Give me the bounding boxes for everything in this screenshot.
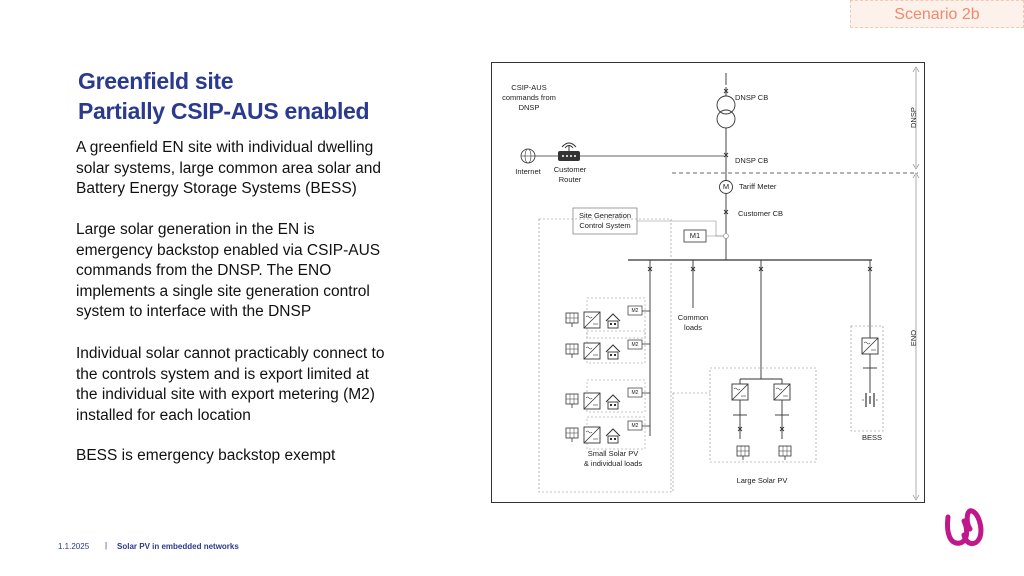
label-line: Customer: [553, 165, 587, 174]
label-line: Control System: [579, 221, 631, 230]
title-line-1: Greenfield site: [78, 68, 234, 94]
text-line: Large solar generation in the EN is: [76, 221, 315, 238]
page-title: Greenfield site Partially CSIP-AUS enabl…: [78, 66, 370, 126]
text-line: commands from the DNSP. The ENO: [76, 262, 332, 279]
small-solar-rows: [565, 297, 650, 450]
router-label: Customer Router: [548, 165, 592, 185]
text-line: Individual solar cannot practicably conn…: [76, 345, 385, 362]
tariff-meter-label: Tariff Meter: [739, 182, 777, 191]
text-line: solar systems, large common area solar a…: [76, 159, 381, 177]
site-gen-label: Site Generation Control System: [573, 211, 637, 231]
text-line: implements a single site generation cont…: [76, 282, 370, 300]
footer-date: 1.1.2025: [58, 542, 90, 551]
customer-cb-label: Customer CB: [738, 209, 784, 218]
internet-label: Internet: [515, 167, 541, 176]
csip-label: CSIP-AUS commands from DNSP: [496, 83, 562, 113]
m2-label: M2: [631, 423, 639, 429]
dnsp-side-label: DNSP: [909, 107, 918, 128]
text-line: A greenfield EN site with individual dwe…: [76, 139, 374, 156]
label-line: commands from: [502, 93, 556, 102]
text-line: emergency backstop enabled via CSIP-AUS: [76, 241, 381, 259]
text-line: the individual site with export metering…: [76, 386, 375, 403]
label-line: Small Solar PV: [587, 449, 639, 458]
meter-symbol: M: [722, 182, 730, 191]
dnsp-cb-top-label: DNSP CB: [735, 93, 769, 102]
large-solar-label: Large Solar PV: [736, 476, 788, 485]
brand-logo: [940, 505, 986, 556]
label-line: DNSP: [518, 103, 540, 112]
m2-label: M2: [631, 390, 639, 396]
text-line: BESS is emergency backstop exempt: [76, 447, 336, 464]
footer-title: Solar PV in embedded networks: [117, 542, 239, 551]
label-line: Site Generation: [578, 211, 632, 220]
label-line: CSIP-AUS: [511, 83, 547, 92]
diagram-lines: [520, 66, 920, 501]
bess-label: BESS: [861, 433, 882, 442]
label-line: & individual loads: [583, 459, 643, 468]
m1-label: M1: [689, 231, 701, 240]
m2-label: M2: [631, 308, 639, 314]
paragraph-4: BESS is emergency backstop exempt: [76, 446, 436, 467]
text-line: the controls system and is export limite…: [76, 365, 369, 383]
text-line: system to interface with the DNSP: [76, 303, 312, 320]
label-line: Common: [677, 313, 709, 322]
eno-side-label: ENO: [909, 329, 918, 347]
m2-label: M2: [631, 342, 639, 348]
footer-separator: |: [105, 541, 108, 550]
dnsp-cb-mid-label: DNSP CB: [735, 156, 769, 165]
text-line: installed for each location: [76, 406, 251, 424]
small-solar-label: Small Solar PV & individual loads: [558, 449, 668, 469]
paragraph-3: Individual solar cannot practicably conn…: [76, 344, 436, 426]
text-line: Battery Energy Storage Systems (BESS): [76, 180, 357, 197]
label-line: Router: [558, 175, 582, 184]
single-line-diagram: CSIP-AUS commands from DNSP DNSP CB DNSP…: [491, 62, 925, 503]
title-line-2: Partially CSIP-AUS enabled: [78, 98, 370, 124]
common-loads-label: Common loads: [668, 313, 718, 333]
scenario-badge: Scenario 2b: [850, 0, 1024, 28]
label-line: loads: [684, 323, 702, 332]
paragraph-2: Large solar generation in the EN is emer…: [76, 220, 436, 323]
paragraph-1: A greenfield EN site with individual dwe…: [76, 138, 436, 200]
